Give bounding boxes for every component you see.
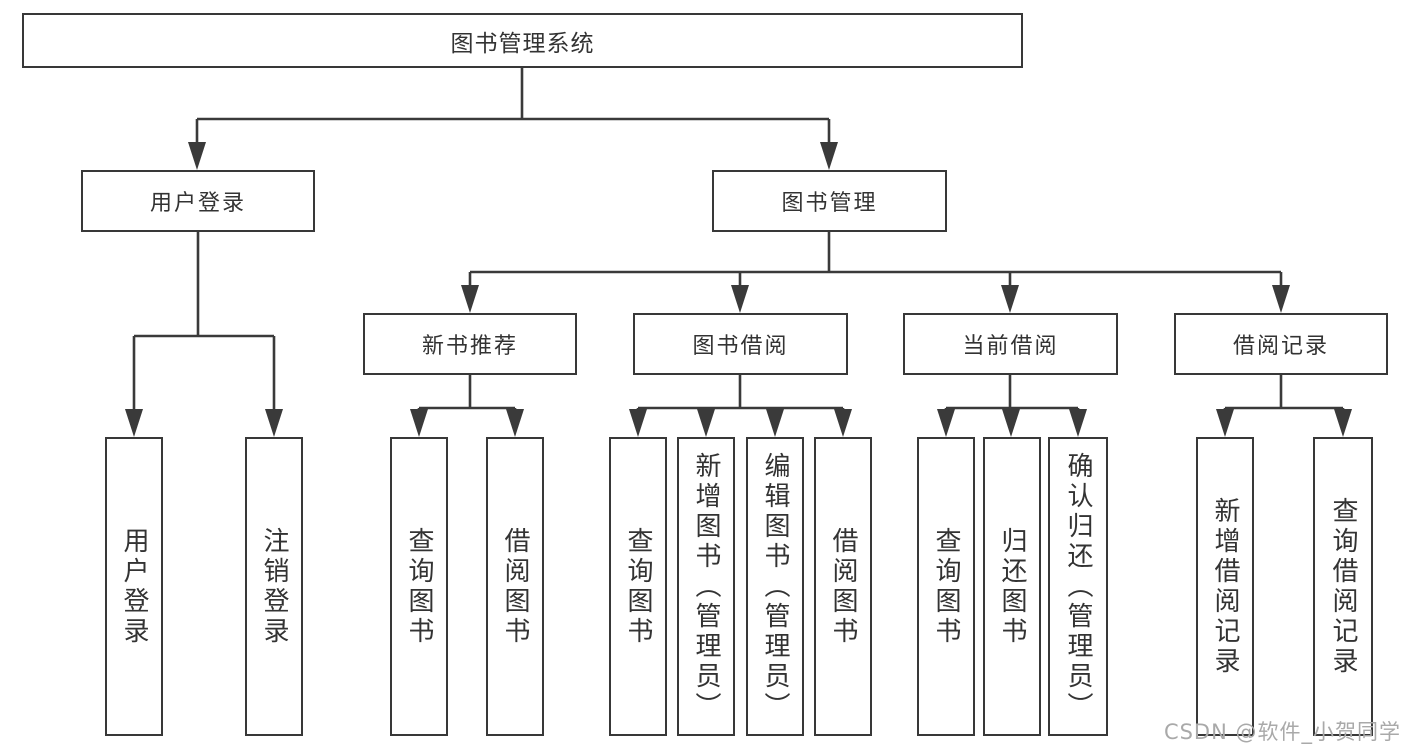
node-borrow-record: 借阅记录 (1174, 313, 1388, 375)
node-label: 编辑图书（管理员） (760, 451, 790, 722)
node-leaf-logout: 注销登录 (245, 437, 303, 736)
connector-book-mgmt-children (461, 232, 1290, 313)
connector-current-borrow-children (937, 375, 1087, 437)
node-leaf-borrow-book-2: 借阅图书 (814, 437, 872, 736)
csdn-watermark: CSDN @软件_小贺同学 (1163, 720, 1401, 744)
node-label: 新增借阅记录 (1210, 496, 1240, 677)
node-leaf-add-borrow-record: 新增借阅记录 (1196, 437, 1254, 736)
node-label: 图书借阅 (692, 334, 789, 359)
node-leaf-borrow-book-1: 借阅图书 (486, 437, 544, 736)
connector-borrow-record-children (1216, 375, 1352, 437)
node-root-library-system: 图书管理系统 (22, 13, 1023, 68)
node-label: 借阅图书 (500, 526, 530, 647)
node-book-borrow: 图书借阅 (633, 313, 848, 375)
node-leaf-query-book-3: 查询图书 (917, 437, 975, 736)
node-label: 确认归还（管理员） (1063, 451, 1093, 722)
node-leaf-query-book-2: 查询图书 (609, 437, 667, 736)
connector-borrow-children (629, 375, 852, 437)
node-label: 图书管理系统 (450, 30, 595, 57)
node-label: 借阅记录 (1232, 334, 1329, 359)
node-label: 归还图书 (997, 526, 1027, 647)
node-leaf-query-borrow-record: 查询借阅记录 (1313, 437, 1373, 736)
node-label: 用户登录 (149, 191, 246, 216)
connector-new-book-children (410, 375, 524, 437)
node-label: 查询图书 (404, 526, 434, 647)
node-leaf-user-login: 用户登录 (105, 437, 163, 736)
node-leaf-query-book-1: 查询图书 (390, 437, 448, 736)
node-label: 查询图书 (931, 526, 961, 647)
node-user-login: 用户登录 (81, 170, 315, 232)
connector-root-to-level2 (188, 68, 838, 170)
connector-user-login-children (125, 232, 283, 437)
node-label: 查询借阅记录 (1328, 496, 1358, 677)
node-current-borrow: 当前借阅 (903, 313, 1118, 375)
node-book-management: 图书管理 (712, 170, 947, 232)
node-label: 新书推荐 (421, 334, 518, 359)
node-label: 查询图书 (623, 526, 653, 647)
node-leaf-return-book: 归还图书 (983, 437, 1041, 736)
node-label: 新增图书（管理员） (691, 451, 721, 722)
node-label: 借阅图书 (828, 526, 858, 647)
node-label: 注销登录 (259, 526, 289, 647)
node-label: 用户登录 (119, 526, 149, 647)
node-label: 当前借阅 (962, 334, 1059, 359)
node-leaf-confirm-return-admin: 确认归还（管理员） (1048, 437, 1108, 736)
node-new-book-recommend: 新书推荐 (363, 313, 577, 375)
node-leaf-edit-book-admin: 编辑图书（管理员） (746, 437, 804, 736)
node-label: 图书管理 (781, 191, 878, 216)
node-leaf-add-book-admin: 新增图书（管理员） (677, 437, 735, 736)
